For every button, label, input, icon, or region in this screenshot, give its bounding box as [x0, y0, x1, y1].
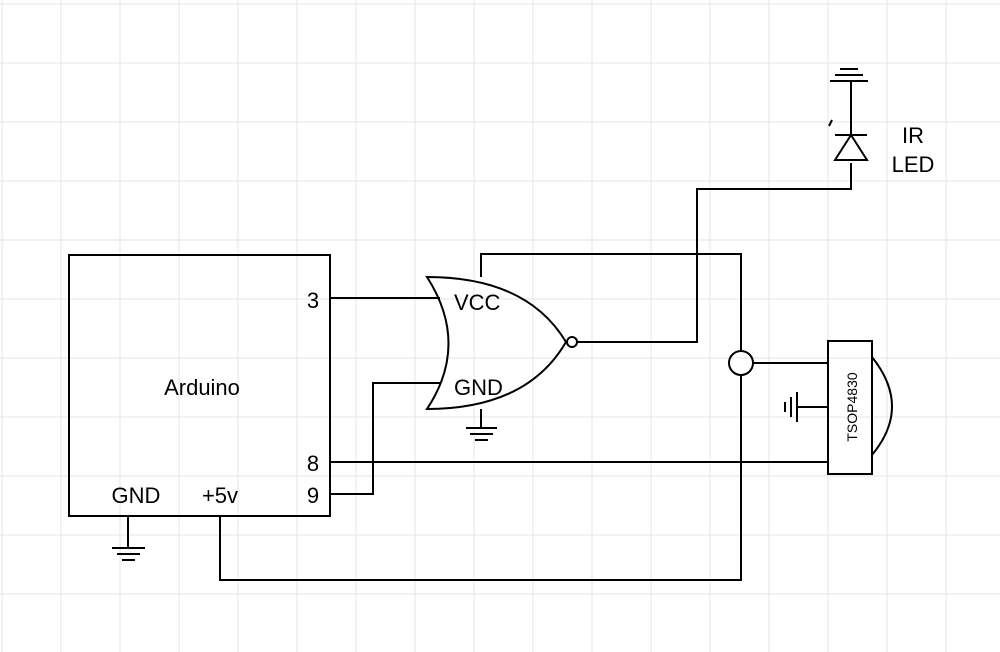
wire-pin9-to-gate	[330, 382, 440, 495]
ir-led-label-line2: LED	[892, 152, 935, 177]
pin-8-label: 8	[307, 451, 319, 476]
5v-pin-label: +5v	[202, 483, 238, 508]
or-gate-icon	[425, 275, 568, 411]
pin-3-label: 3	[307, 288, 319, 313]
gate-output-bubble	[566, 336, 578, 348]
ir-receiver-icon	[827, 340, 893, 475]
wire-vcc-rail	[219, 253, 742, 581]
gnd-pin-label: GND	[112, 483, 161, 508]
receiver-ground-icon	[784, 392, 828, 422]
ir-receiver-label: TSOP4830	[844, 372, 860, 441]
arduino-block	[68, 254, 331, 517]
ir-led-label-line1: IR	[902, 123, 924, 148]
wire-junction-node	[728, 350, 754, 376]
gate-vcc-label: VCC	[454, 290, 501, 315]
arduino-ground-icon	[112, 516, 145, 561]
wire-gate-to-led	[577, 163, 852, 343]
gate-gnd-label: GND	[454, 375, 503, 400]
pin-9-label: 9	[307, 483, 319, 508]
ir-led-ground-icon	[830, 68, 868, 82]
gate-ground-icon	[466, 409, 497, 441]
arduino-label: Arduino	[164, 375, 240, 400]
ir-led-icon	[828, 82, 869, 161]
